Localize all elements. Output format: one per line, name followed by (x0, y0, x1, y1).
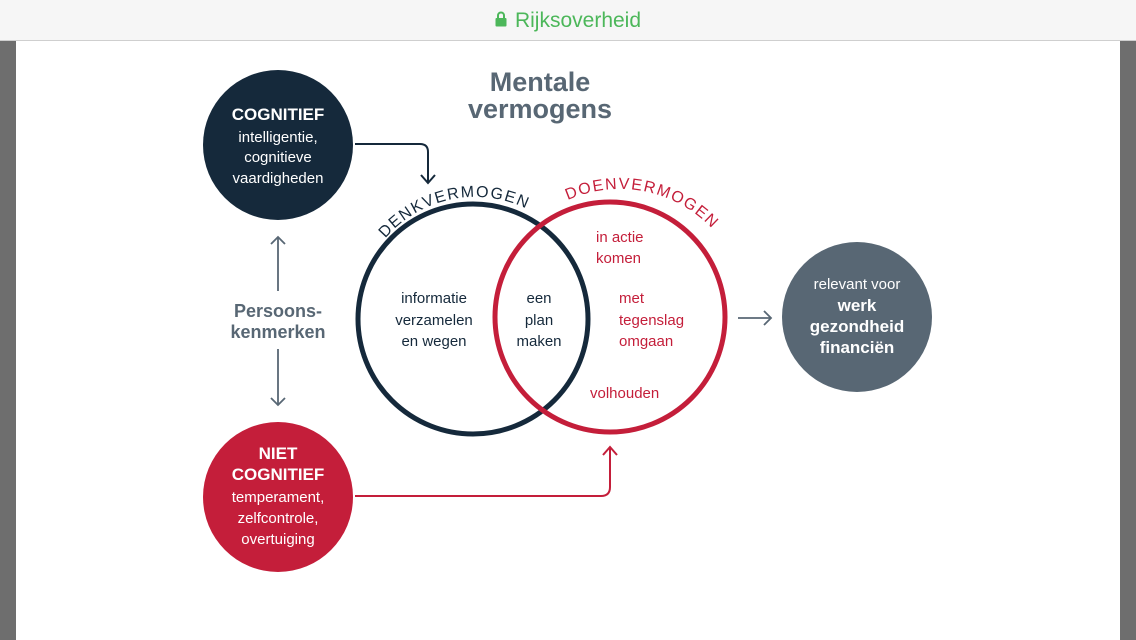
niet-cognitief-circle (203, 422, 353, 572)
niet-cognitief-line3: overtuiging (241, 531, 314, 548)
doen-text3: volhouden (590, 385, 659, 402)
denk-text-line1: informatie (401, 290, 467, 307)
doen-text1-line1: in actie (596, 229, 644, 246)
cognitief-circle (203, 70, 353, 220)
persoonskenmerken-line1: Persoons- (234, 301, 322, 321)
cognitief-line1: intelligentie, (238, 129, 317, 146)
doenvermogen-circle (492, 199, 728, 435)
relevant-line4: financiën (820, 338, 895, 357)
lock-icon (495, 8, 507, 34)
mentale-vermogens-diagram: Mentale vermogens COGNITIEF intelligenti… (203, 67, 932, 572)
overlap-text-line3: maken (516, 333, 561, 350)
relevant-line2: werk (837, 296, 877, 315)
doen-text2-line3: omgaan (619, 333, 673, 350)
diagram-title-line1: Mentale (490, 67, 591, 97)
niet-cognitief-arrow-head (602, 445, 618, 456)
overlap-text-line1: een (526, 290, 551, 307)
doen-text2-line2: tegenslag (619, 312, 684, 329)
niet-cognitief-line1: temperament, (232, 489, 325, 506)
doen-text2-line1: met (619, 290, 645, 307)
browser-address-bar[interactable]: Rijksoverheid (0, 0, 1136, 41)
right-arrow-icon (763, 310, 773, 326)
niet-cognitief-heading2: COGNITIEF (232, 465, 325, 484)
up-arrow-icon (270, 235, 286, 245)
url-display[interactable]: Rijksoverheid (0, 8, 1136, 34)
cognitief-line2: cognitieve (244, 149, 312, 166)
relevant-line3: gezondheid (810, 317, 904, 336)
denkvermogen-circle (355, 201, 591, 437)
relevant-circle (782, 242, 932, 392)
cognitief-line3: vaardigheden (233, 170, 324, 187)
cognitief-arrow (355, 143, 429, 182)
denk-text-line3: en wegen (401, 333, 466, 350)
niet-cognitief-line2: zelfcontrole, (238, 510, 319, 527)
niet-cognitief-arrow (355, 448, 611, 497)
doen-text1-line2: komen (596, 250, 641, 267)
persoonskenmerken-line2: kenmerken (230, 322, 325, 342)
diagram-title-line2: vermogens (468, 94, 612, 124)
down-arrow-icon (270, 397, 286, 407)
niet-cognitief-heading1: NIET (259, 444, 298, 463)
page-content: Mentale vermogens COGNITIEF intelligenti… (16, 41, 1120, 640)
cognitief-heading: COGNITIEF (232, 105, 325, 124)
cognitief-arrow-head (420, 174, 436, 185)
denk-text-line2: verzamelen (395, 312, 473, 329)
overlap-text-line2: plan (525, 312, 553, 329)
relevant-line1: relevant voor (814, 276, 901, 293)
site-name[interactable]: Rijksoverheid (514, 9, 642, 32)
